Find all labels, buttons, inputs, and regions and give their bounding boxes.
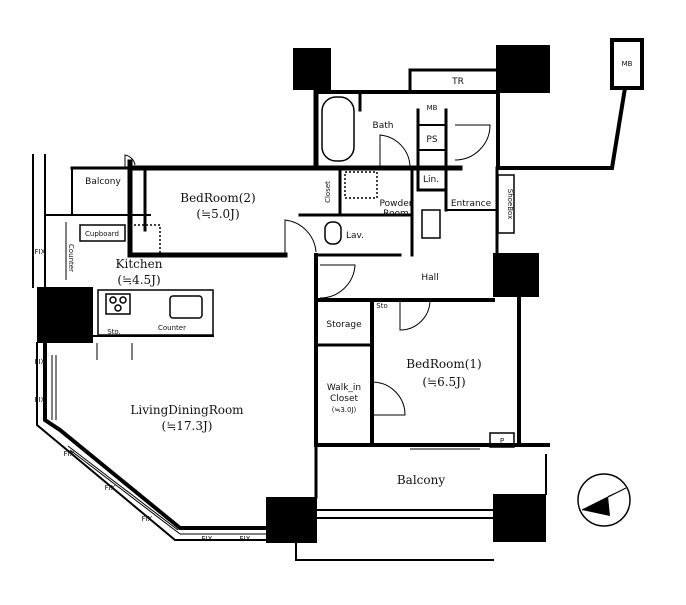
door-balcony-small bbox=[124, 154, 136, 168]
balcony-main-label: Balcony bbox=[397, 473, 445, 487]
room-labels: BedRoom(2) (≒5.0J) BedRoom(1) (≒6.5J) Ki… bbox=[85, 121, 491, 487]
mb-top-label: MB bbox=[622, 60, 633, 68]
fix-label-1: FIX bbox=[35, 248, 46, 256]
bedroom2-size: (≒5.0J) bbox=[196, 207, 239, 221]
kitchen-size: (≒4.5J) bbox=[117, 273, 160, 287]
fix-label-3: FIX bbox=[35, 396, 46, 404]
fix-label-6: FIX bbox=[142, 515, 153, 523]
tr-label: TR bbox=[451, 77, 464, 87]
storage-label: Storage bbox=[326, 320, 362, 330]
structural-columns bbox=[37, 45, 550, 543]
column-bottom-right bbox=[493, 494, 546, 542]
mb-mid-label: MB bbox=[427, 104, 438, 112]
bathtub bbox=[321, 96, 355, 162]
shoebox-label: ShoeBox bbox=[506, 189, 514, 219]
p-label: P bbox=[500, 437, 504, 445]
balcony-small-label: Balcony bbox=[85, 177, 121, 187]
fixture-labels: TR MB MB PS Lin. Closet ShoeBox Cupboard… bbox=[67, 60, 633, 445]
column-right-mid bbox=[493, 253, 539, 297]
door-bath bbox=[379, 134, 411, 168]
kitchen-counter bbox=[97, 289, 214, 336]
powder-sink bbox=[421, 209, 441, 239]
entrance-label: Entrance bbox=[451, 199, 492, 209]
kitchen-name: Kitchen bbox=[116, 257, 163, 271]
compass-icon bbox=[577, 473, 631, 527]
washer bbox=[344, 171, 378, 199]
kitchen-sink bbox=[169, 295, 203, 319]
walls bbox=[32, 38, 644, 561]
fixtures bbox=[79, 96, 515, 448]
shoebox-cabinet bbox=[497, 174, 515, 234]
fix-label-4: FIX bbox=[64, 450, 75, 458]
ps-label: PS bbox=[426, 135, 437, 145]
counter-v-label: Counter bbox=[67, 244, 75, 272]
door-kitchen-sto bbox=[96, 343, 133, 360]
bedroom1-size: (≒6.5J) bbox=[422, 375, 465, 389]
column-left bbox=[37, 287, 93, 343]
lin-label: Lin. bbox=[423, 175, 439, 185]
p-box bbox=[489, 432, 515, 448]
toilet bbox=[324, 221, 342, 245]
powder-line2: Room bbox=[383, 209, 409, 219]
door-swings bbox=[96, 124, 491, 416]
fix-label-5: FIX bbox=[105, 484, 116, 492]
fix-label-7: FIX bbox=[202, 535, 213, 543]
walkin-line1: Walk_in bbox=[327, 383, 361, 393]
fix-label-8: FIX bbox=[240, 535, 251, 543]
door-bedroom2 bbox=[284, 219, 317, 255]
column-top-left bbox=[293, 48, 331, 90]
door-entrance bbox=[454, 124, 491, 161]
column-bottom-left bbox=[266, 497, 317, 543]
counter-h-label: Counter bbox=[158, 324, 186, 332]
door-walkin bbox=[371, 381, 406, 416]
cooktop bbox=[105, 293, 131, 315]
lav-label: Lav. bbox=[346, 231, 364, 241]
fridge bbox=[129, 224, 161, 256]
cupboard-box bbox=[79, 224, 126, 242]
bedroom2-name: BedRoom(2) bbox=[180, 191, 255, 205]
bath-label: Bath bbox=[373, 121, 394, 131]
hall-label: Hall bbox=[421, 273, 438, 283]
walkin-size: (≒3.0J) bbox=[332, 406, 357, 414]
fix-labels: FIX FIX FIX FIX FIX FIX FIX FIX bbox=[35, 248, 251, 543]
bedroom1-name: BedRoom(1) bbox=[406, 357, 481, 371]
closet-label: Closet bbox=[324, 181, 332, 203]
sto-kitchen-label: Sto. bbox=[107, 328, 121, 336]
sto-hall-label: Sto bbox=[376, 302, 387, 310]
walkin-line2: Closet bbox=[330, 394, 359, 404]
windows bbox=[51, 222, 480, 535]
door-bedroom1 bbox=[399, 299, 431, 331]
fix-label-2: FIX bbox=[35, 358, 46, 366]
cupboard-label: Cupboard bbox=[85, 230, 119, 238]
column-top-right bbox=[496, 45, 550, 93]
ldk-size: (≒17.3J) bbox=[162, 419, 213, 433]
ldk-name: LivingDiningRoom bbox=[130, 403, 244, 417]
door-storage bbox=[319, 264, 356, 299]
powder-line1: Powder bbox=[380, 199, 413, 209]
